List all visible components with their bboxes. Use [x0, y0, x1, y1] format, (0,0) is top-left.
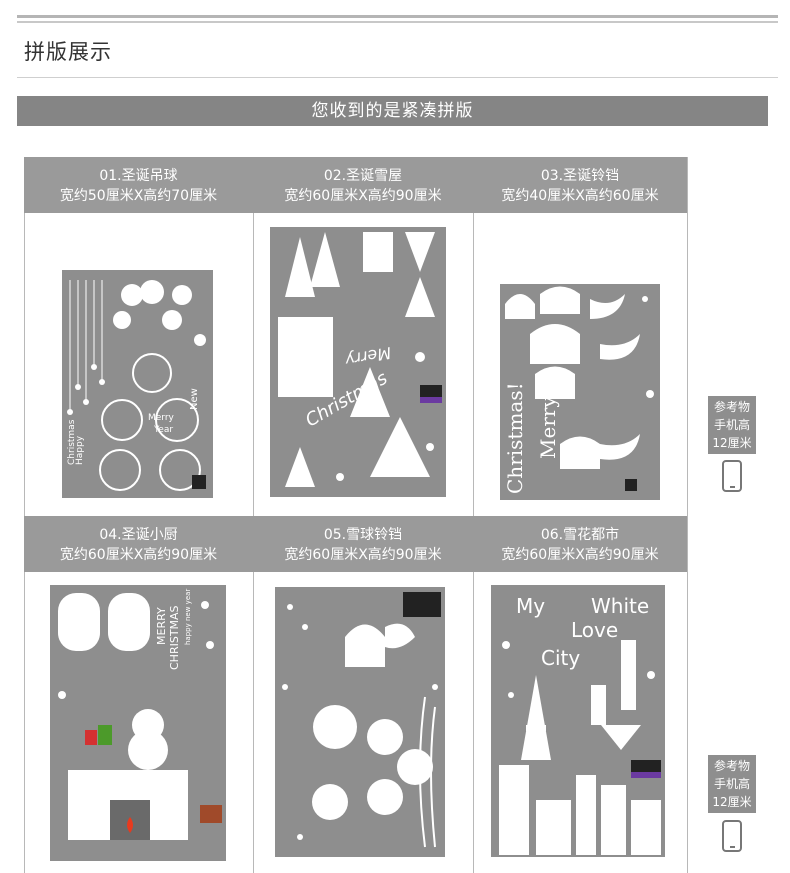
grid-line	[687, 157, 688, 873]
product-size: 宽约60厘米X高约90厘米	[284, 188, 442, 204]
product-card-6[interactable]: 06.雪花都市 宽约60厘米X高约90厘米 My White Love City	[473, 516, 687, 873]
banner: 您收到的是紧凑拼版	[17, 96, 768, 126]
top-rule-thin	[17, 21, 778, 23]
product-size: 宽约60厘米X高约90厘米	[284, 547, 442, 563]
reference-label-2: 参考物 手机高 12厘米	[708, 755, 756, 813]
product-name: 06.雪花都市	[540, 527, 620, 543]
product-card-2[interactable]: 02.圣诞雪屋 宽约60厘米X高约90厘米 Christmas Merry	[253, 157, 473, 515]
poster-text: Christmas	[67, 419, 77, 465]
card-header: 01.圣诞吊球 宽约50厘米X高约70厘米	[24, 157, 253, 213]
poster-text: Happy	[75, 435, 85, 465]
poster-text: MERRY	[155, 607, 168, 645]
product-size: 宽约60厘米X高约90厘米	[59, 547, 218, 563]
product-name: 04.圣诞小厨	[99, 527, 178, 543]
poster-image-6: My White Love City	[491, 585, 665, 857]
poster-text: happy new year	[184, 589, 192, 645]
product-card-3[interactable]: 03.圣诞铃铛 宽约40厘米X高约60厘米 Christmas! Merry	[473, 157, 687, 515]
poster-image-4: MERRY CHRISTMAS happy new year	[50, 585, 226, 861]
phone-icon	[722, 820, 742, 852]
poster-text: Merry	[148, 413, 175, 423]
product-card-5[interactable]: 05.雪球铃铛 宽约60厘米X高约90厘米	[253, 516, 473, 873]
poster-text: New	[189, 388, 200, 410]
product-card-1[interactable]: 01.圣诞吊球 宽约50厘米X高约70厘米	[24, 157, 253, 515]
phone-icon	[722, 460, 742, 492]
grid-line	[473, 157, 474, 873]
product-name: 05.雪球铃铛	[323, 527, 403, 543]
poster-text: Love	[571, 618, 618, 642]
grid-line	[24, 157, 25, 873]
product-size: 宽约40厘米X高约60厘米	[501, 188, 659, 204]
poster-text: Merry	[343, 343, 392, 370]
poster-image-2: Christmas Merry	[270, 227, 446, 497]
poster-text: Merry	[536, 396, 560, 459]
product-name: 02.圣诞雪屋	[323, 168, 403, 184]
poster-text: Christmas!	[503, 382, 527, 494]
top-rule	[17, 15, 778, 18]
card-header: 06.雪花都市 宽约60厘米X高约90厘米	[473, 516, 687, 572]
section-title: 拼版展示	[24, 40, 112, 64]
card-header: 03.圣诞铃铛 宽约40厘米X高约60厘米	[473, 157, 687, 213]
reference-label-1: 参考物 手机高 12厘米	[708, 396, 756, 454]
poster-image-3: Christmas! Merry	[500, 284, 660, 500]
product-card-4[interactable]: 04.圣诞小厨 宽约60厘米X高约90厘米 MERRY CHRISTMAS ha…	[24, 516, 253, 873]
poster-text: My	[516, 594, 545, 618]
product-name: 01.圣诞吊球	[99, 168, 178, 184]
poster-image-5	[275, 587, 445, 857]
grid-line	[253, 157, 254, 873]
divider	[17, 77, 778, 78]
product-size: 宽约60厘米X高约90厘米	[501, 547, 659, 563]
poster-text: White	[591, 594, 649, 618]
card-header: 04.圣诞小厨 宽约60厘米X高约90厘米	[24, 516, 253, 572]
poster-text: CHRISTMAS	[168, 605, 181, 670]
card-header: 05.雪球铃铛 宽约60厘米X高约90厘米	[253, 516, 473, 572]
card-header: 02.圣诞雪屋 宽约60厘米X高约90厘米	[253, 157, 473, 213]
poster-text: City	[541, 646, 580, 670]
poster-text: Year	[153, 425, 173, 435]
product-grid: 01.圣诞吊球 宽约50厘米X高约70厘米	[24, 157, 688, 873]
product-size: 宽约50厘米X高约70厘米	[59, 188, 218, 204]
product-name: 03.圣诞铃铛	[540, 168, 620, 184]
poster-image-1: New Merry Year Happy Christmas	[62, 270, 213, 498]
